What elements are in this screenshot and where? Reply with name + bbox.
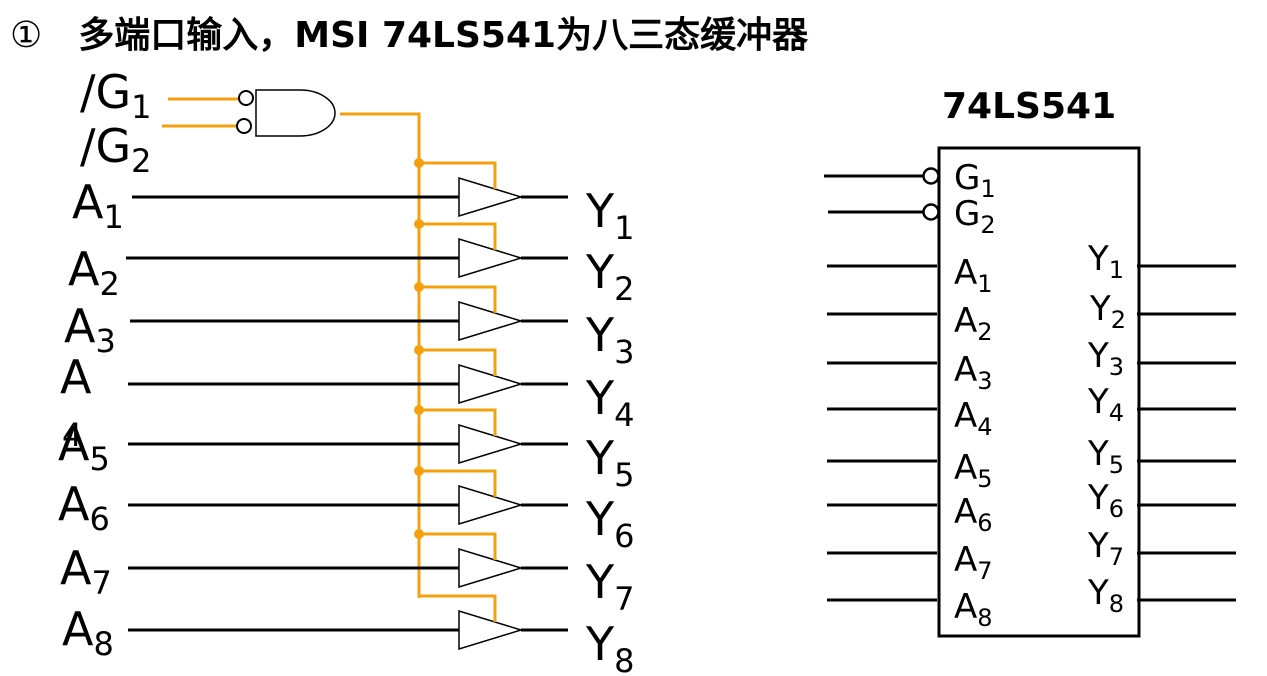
buffer-6 <box>458 484 524 526</box>
enable-branch-7 <box>419 532 497 560</box>
chip-body <box>937 146 1141 638</box>
enable-label-2: /G2 <box>80 119 152 180</box>
output-label-6: Y6 <box>585 492 634 555</box>
input-label-2: A2 <box>68 242 120 303</box>
buffer-2 <box>458 237 524 279</box>
chip-enable-label-1: G1 <box>954 158 996 203</box>
junction-dot-4 <box>414 345 424 355</box>
junction-dot-2 <box>414 219 424 229</box>
chip-output-label-8: Y8 <box>1087 573 1124 618</box>
buffer-1 <box>458 176 524 218</box>
enable-branch-3 <box>419 285 497 313</box>
chip-output-label-2: Y2 <box>1089 289 1126 334</box>
junction-dot-7 <box>414 529 424 539</box>
junction-dot-6 <box>414 466 424 476</box>
chip-output-label-7: Y7 <box>1087 526 1124 571</box>
input-label-8: A8 <box>62 602 114 663</box>
enable-branch-5 <box>419 408 497 436</box>
chip-input-label-1: A1 <box>954 253 993 298</box>
buffer-4 <box>458 363 524 405</box>
output-label-1: Y1 <box>585 184 634 247</box>
chip-output-label-3: Y3 <box>1087 336 1124 381</box>
output-label-3: Y3 <box>585 308 634 371</box>
output-label-7: Y7 <box>585 555 634 618</box>
enable-branch-6 <box>419 469 497 497</box>
chip-input-label-7: A7 <box>954 540 993 585</box>
heading-number: ① <box>10 15 43 56</box>
enable-branch-4 <box>419 348 497 376</box>
buffer-8 <box>458 609 524 651</box>
buffer-7 <box>458 547 524 589</box>
output-label-5: Y5 <box>585 431 634 494</box>
input-label-3: A3 <box>64 299 116 360</box>
enable-branch-8 <box>419 594 497 622</box>
chip-enable-bubble-1 <box>922 167 940 185</box>
chip-input-label-5: A5 <box>954 448 993 493</box>
enable-branch-1 <box>419 161 497 189</box>
enable-bus <box>340 112 421 598</box>
input-label-5: A5 <box>58 417 110 478</box>
chip-output-label-4: Y4 <box>1087 382 1124 427</box>
input-label-1: A1 <box>72 175 124 236</box>
output-label-8: Y8 <box>585 617 634 676</box>
and-gate <box>255 89 336 137</box>
page-heading: ① 多端口输入，MSI 74LS541为八三态缓冲器 <box>10 6 808 58</box>
chip-input-label-8: A8 <box>954 587 993 632</box>
output-label-4: Y4 <box>585 371 634 434</box>
input-label-4-sub: 4 <box>62 416 82 454</box>
chip-enable-bubble-2 <box>922 203 940 221</box>
chip-output-label-1: Y1 <box>1087 239 1124 284</box>
junction-dot-1 <box>414 158 424 168</box>
buffer-5 <box>458 423 524 465</box>
input-label-7: A7 <box>60 541 112 602</box>
output-label-2: Y2 <box>585 245 634 308</box>
input-label-4: A <box>60 350 92 404</box>
enable-label-1: /G1 <box>80 65 152 126</box>
junction-dot-5 <box>414 405 424 415</box>
chip-enable-label-2: G2 <box>954 194 996 239</box>
chip-output-label-6: Y6 <box>1087 478 1124 523</box>
chip-input-label-6: A6 <box>954 492 993 537</box>
heading-text: 多端口输入，MSI 74LS541为八三态缓冲器 <box>78 15 809 56</box>
invert-bubble-1 <box>238 90 254 106</box>
chip-title: 74LS541 <box>942 86 1116 127</box>
buffer-3 <box>458 300 524 342</box>
chip-input-label-4: A4 <box>954 396 993 441</box>
junction-dot-3 <box>414 282 424 292</box>
enable-branch-2 <box>419 222 497 250</box>
chip-input-label-2: A2 <box>954 301 993 346</box>
input-label-6: A6 <box>58 477 110 538</box>
chip-input-label-3: A3 <box>954 350 993 395</box>
invert-bubble-2 <box>236 118 252 134</box>
chip-output-label-5: Y5 <box>1087 434 1124 479</box>
